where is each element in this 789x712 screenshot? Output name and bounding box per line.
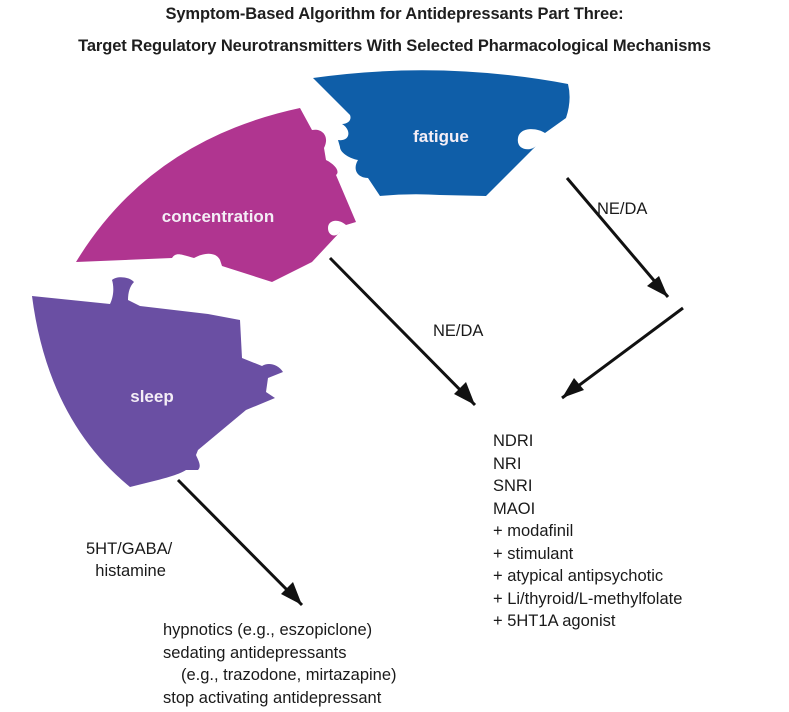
arrow-sleep-line: [176, 478, 304, 607]
arrow-fatigue-line: [565, 177, 670, 298]
arrow-label-concentration: NE/DA: [433, 322, 484, 340]
arrow-concentration-head: [454, 382, 475, 405]
sleep-treatment-item: stop activating antidepressant: [163, 688, 382, 707]
diagram-title-line-1: Symptom-Based Algorithm for Antidepressa…: [165, 5, 624, 23]
puzzle-piece-sleep: sleep: [32, 277, 283, 487]
treatment-item: + Li/thyroid/L-methylfolate: [493, 589, 683, 608]
treatment-item: + atypical antipsychotic: [493, 567, 664, 585]
fatigue-piece-shape: [313, 70, 570, 196]
arrow-label-sleep: 5HT/GABA/ histamine: [86, 538, 172, 582]
treatment-item: SNRI: [493, 477, 533, 495]
arrow-merge-head: [562, 378, 584, 398]
treatment-item: NDRI: [493, 432, 534, 450]
treatment-item: + stimulant: [493, 544, 574, 563]
fatigue-label: fatigue: [413, 127, 469, 146]
arrow-fatigue-head: [647, 276, 668, 297]
puzzle-piece-concentration: concentration: [76, 108, 356, 282]
sleep-piece-shape: [32, 277, 283, 487]
puzzle-piece-fatigue: fatigue: [313, 70, 570, 196]
sleep-treatment-item: (e.g., trazodone, mirtazapine): [181, 666, 397, 684]
arrow-sleep-head: [281, 582, 302, 605]
diagram-title-line-2: Target Regulatory Neurotransmitters With…: [78, 37, 711, 55]
arrow-label-fatigue: NE/DA: [597, 200, 648, 218]
arrow-concentration-line: [328, 256, 477, 407]
concentration-label: concentration: [162, 207, 274, 226]
sleep-treatment-item: sedating antidepressants: [163, 643, 347, 662]
treatment-list-fatigue-concentration: NDRI NRI SNRI MAOI + modafinil + stimula…: [493, 430, 682, 633]
arrow-label-sleep-line-1: 5HT/GABA/: [86, 540, 173, 558]
concentration-piece-shape: [76, 108, 356, 282]
treatment-item: + 5HT1A agonist: [493, 612, 616, 630]
arrow-merge-line: [561, 306, 684, 400]
sleep-label: sleep: [130, 387, 173, 406]
treatment-list-sleep: hypnotics (e.g., eszopiclone) sedating a…: [163, 619, 397, 709]
arrow-label-sleep-line-2: histamine: [95, 562, 166, 580]
treatment-item: MAOI: [493, 499, 536, 518]
treatment-item: + modafinil: [493, 522, 574, 540]
treatment-item: NRI: [493, 454, 522, 473]
sleep-treatment-item: hypnotics (e.g., eszopiclone): [163, 621, 373, 639]
